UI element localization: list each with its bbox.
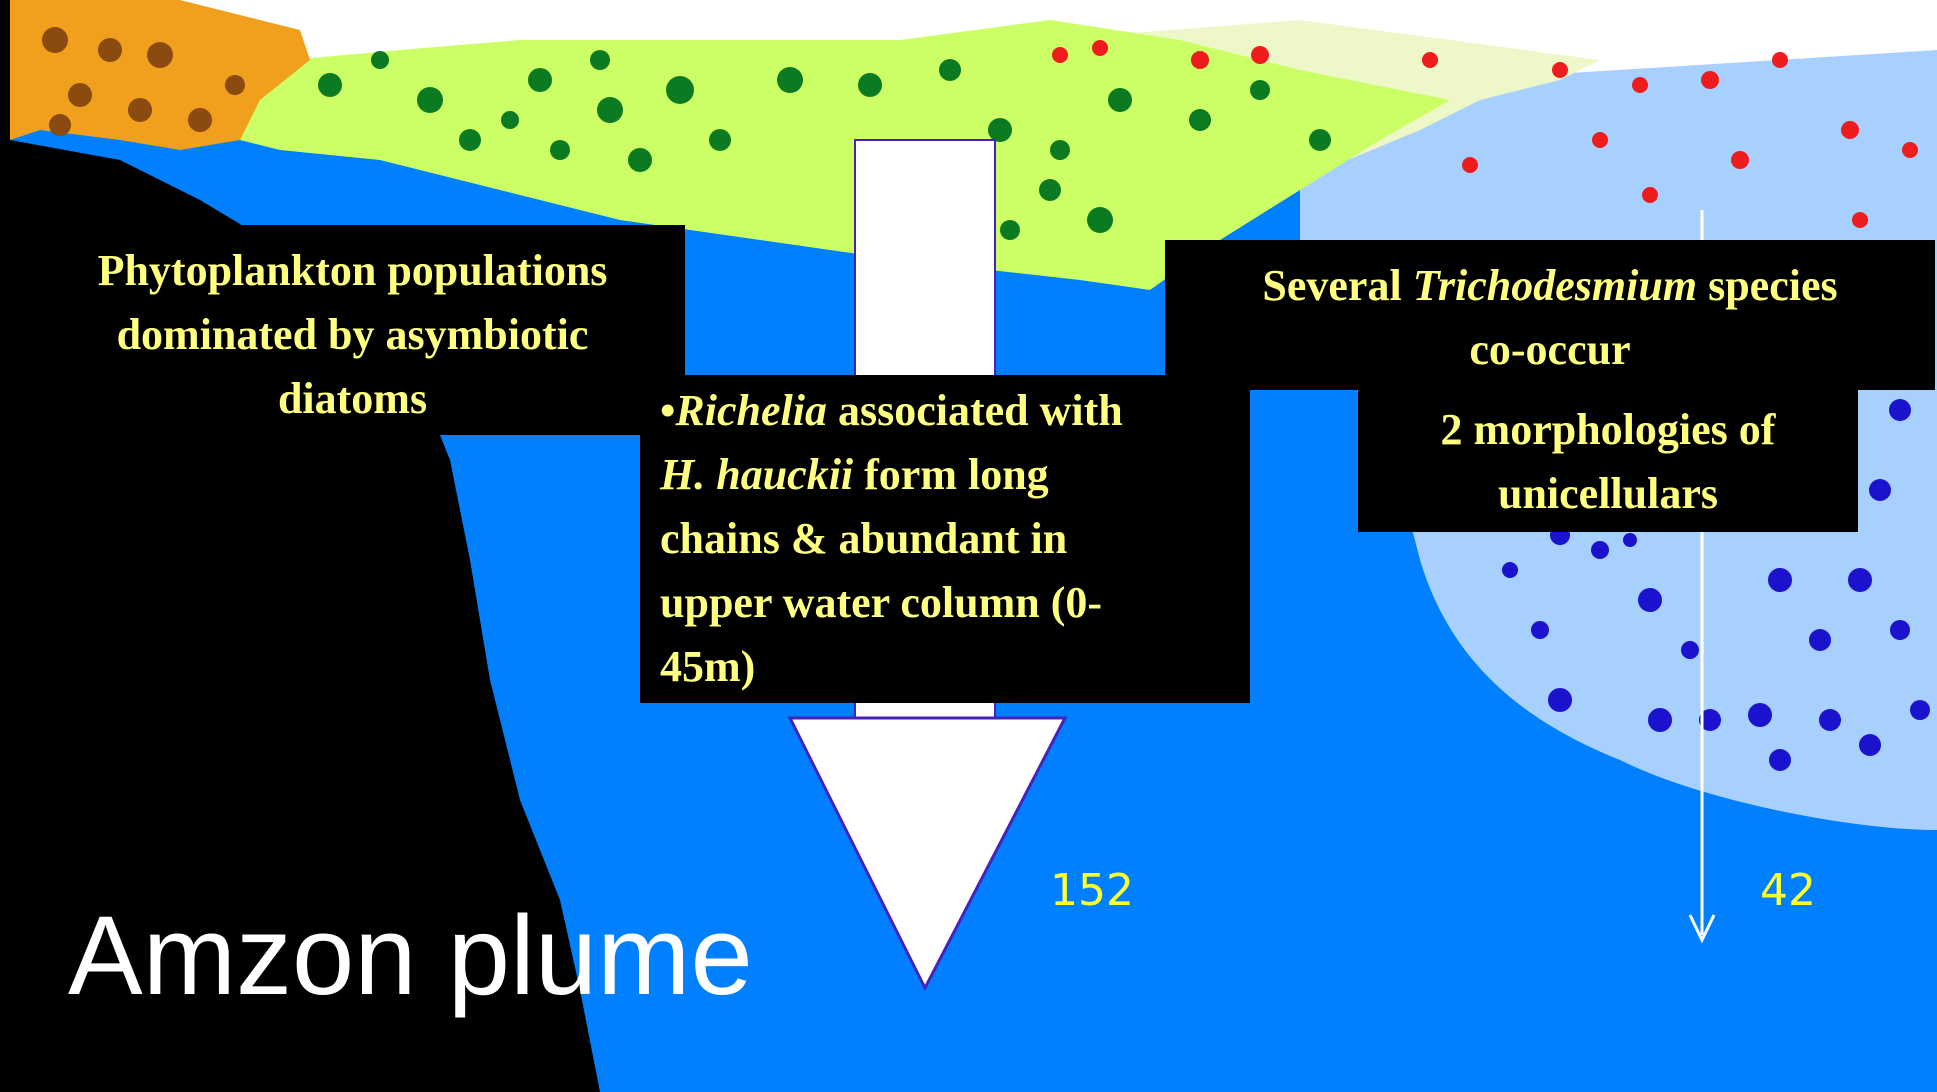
richelia-line-4: upper water column (0- — [660, 571, 1250, 635]
left-caption-line-1: Phytoplankton populations — [20, 239, 685, 303]
richelia-line-2: H. hauckii form long — [660, 443, 1250, 507]
right-caption-pre: Several — [1262, 261, 1412, 310]
richelia-line-5: 45m) — [660, 635, 1250, 699]
right-caption-post: species — [1697, 261, 1838, 310]
station-label-42: 42 — [1760, 865, 1816, 916]
richelia-line-3: chains & abundant in — [660, 507, 1250, 571]
unicellular-caption-box: 2 morphologies of unicellulars — [1358, 390, 1858, 532]
unicellular-caption-line-2: unicellulars — [1358, 462, 1858, 526]
richelia-line-1-rest: associated with — [827, 386, 1123, 435]
left-caption-line-2: dominated by asymbiotic — [20, 303, 685, 367]
hauckii-italic: H. hauckii — [660, 450, 853, 499]
trichodesmium-italic: Trichodesmium — [1413, 261, 1697, 310]
right-caption-line-1: Several Trichodesmium species — [1165, 254, 1935, 318]
richelia-line-1: •Richelia associated with — [660, 379, 1250, 443]
richelia-italic: Richelia — [675, 386, 827, 435]
left-caption-line-3: diatoms — [20, 367, 685, 431]
plume-title: Amzon plume — [68, 900, 753, 1012]
left-caption-box: Phytoplankton populations dominated by a… — [20, 225, 685, 435]
richelia-line-2-rest: form long — [853, 450, 1049, 499]
right-caption-box: Several Trichodesmium species co-occur — [1165, 240, 1935, 390]
richelia-caption-box: •Richelia associated with H. hauckii for… — [640, 375, 1250, 703]
unicellular-caption-line-1: 2 morphologies of — [1358, 398, 1858, 462]
station-label-152: 152 — [1050, 865, 1134, 916]
right-caption-line-2: co-occur — [1165, 318, 1935, 382]
bullet: • — [660, 386, 675, 435]
